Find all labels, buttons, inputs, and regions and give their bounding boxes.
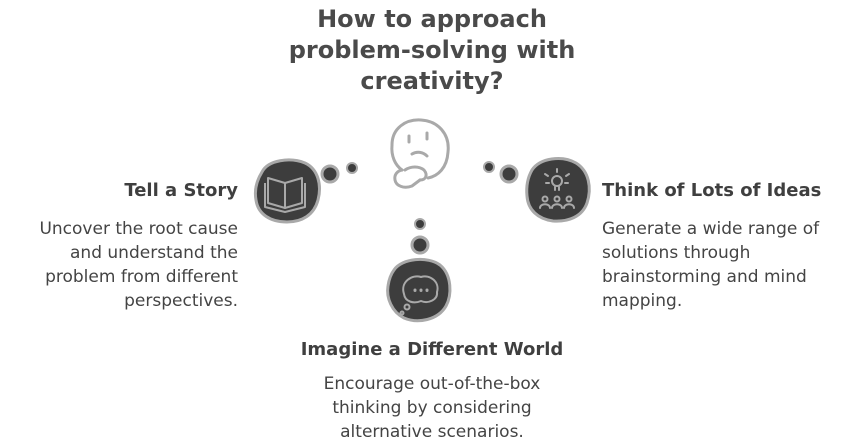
description-line: brainstorming and mind (602, 267, 807, 287)
description-line: Generate a wide range of (602, 219, 820, 239)
branch-bottom-heading: Imagine a Different World (300, 339, 564, 360)
description-line: thinking by considering (332, 398, 532, 418)
description-line: Encourage out-of-the-box (323, 374, 541, 394)
diagram-title: How to approach problem-solving with cre… (232, 4, 632, 97)
thinking-face-icon (390, 118, 450, 189)
lightbulb-people-icon (525, 157, 591, 223)
branch-bottom-description: Encourage out-of-the-box thinking by con… (232, 372, 632, 444)
description-line: problem from different (45, 267, 238, 287)
title-line: creativity? (360, 67, 504, 95)
description-line: Uncover the root cause (39, 219, 238, 239)
connector-left (320, 162, 358, 184)
description-line: mapping. (602, 291, 683, 311)
description-line: solutions through (602, 243, 751, 263)
connector-bottom (410, 218, 430, 255)
title-line: problem-solving with (288, 36, 576, 64)
description-line: perspectives. (124, 291, 238, 311)
connector-right (483, 161, 519, 184)
branch-left-heading: Tell a Story (124, 180, 238, 201)
book-icon (253, 158, 321, 224)
branch-right-heading: Think of Lots of Ideas (602, 180, 822, 201)
description-line: and understand the (70, 243, 238, 263)
branch-right-description: Generate a wide range of solutions throu… (602, 217, 819, 313)
title-line: How to approach (317, 5, 547, 33)
thought-bubble-icon (386, 257, 452, 323)
branch-left-description: Uncover the root cause and understand th… (39, 217, 238, 313)
description-line: alternative scenarios. (340, 422, 524, 442)
